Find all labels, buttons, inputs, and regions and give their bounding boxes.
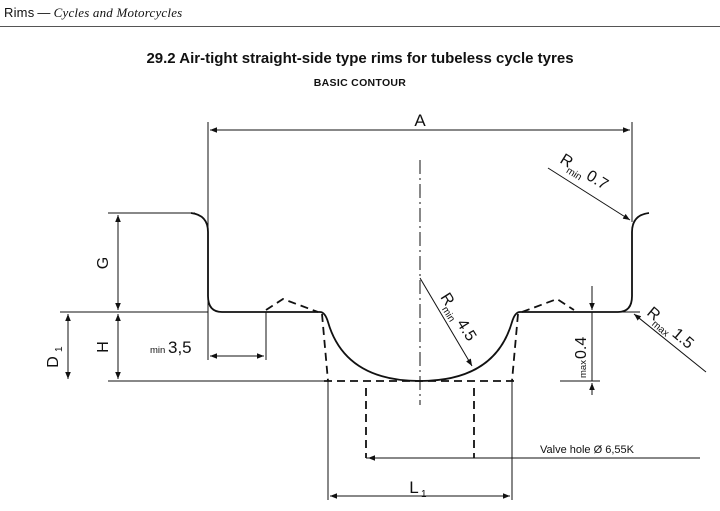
label-max-04-prefix: max: [578, 360, 589, 378]
label-max-04-value: 0.4: [573, 337, 590, 359]
label-L1: L 1: [409, 478, 427, 500]
label-rmax15-sub: max: [649, 319, 671, 340]
label-rmax15: R max 1.5: [643, 304, 697, 353]
label-A: A: [414, 111, 426, 130]
label-rmin07-value: 0.7: [583, 167, 611, 193]
header-separator: —: [37, 5, 51, 20]
leader-rmin45: [419, 277, 473, 367]
label-valve-hole: Valve hole Ø 6,55K: [540, 444, 635, 456]
label-L1-sub: 1: [421, 489, 427, 500]
figure-title: 29.2 Air-tight straight-side type rims f…: [146, 50, 574, 67]
label-D1: D 1: [45, 346, 65, 368]
label-rmin45: R min 4.5: [437, 290, 480, 344]
header-section: Rims: [4, 5, 35, 20]
label-min-35-prefix: min: [150, 345, 165, 356]
header-subsection: Cycles and Motorcycles: [53, 5, 183, 20]
leader-rmin07: [547, 167, 631, 221]
label-H: H: [95, 341, 112, 353]
label-G: G: [95, 257, 112, 269]
header-rule: [0, 26, 720, 27]
extension-lines: [60, 122, 700, 500]
label-min-35: min 3,5: [150, 338, 192, 357]
page-header: Rims—Cycles and Motorcycles: [0, 0, 720, 28]
label-D1-sub: 1: [54, 346, 65, 352]
header-text: Rims—Cycles and Motorcycles: [4, 5, 182, 21]
leader-rmax15: [633, 313, 707, 373]
label-L1-main: L: [409, 478, 418, 497]
label-D1-main: D: [45, 356, 62, 368]
label-max-04: max 0.4: [573, 337, 590, 378]
dimension-lines: [65, 127, 707, 499]
label-min-35-value: 3,5: [168, 338, 192, 357]
label-rmin45-sub: min: [439, 305, 457, 325]
figure-subtitle: BASIC CONTOUR: [313, 77, 407, 89]
label-rmax15-value: 1.5: [669, 325, 697, 352]
